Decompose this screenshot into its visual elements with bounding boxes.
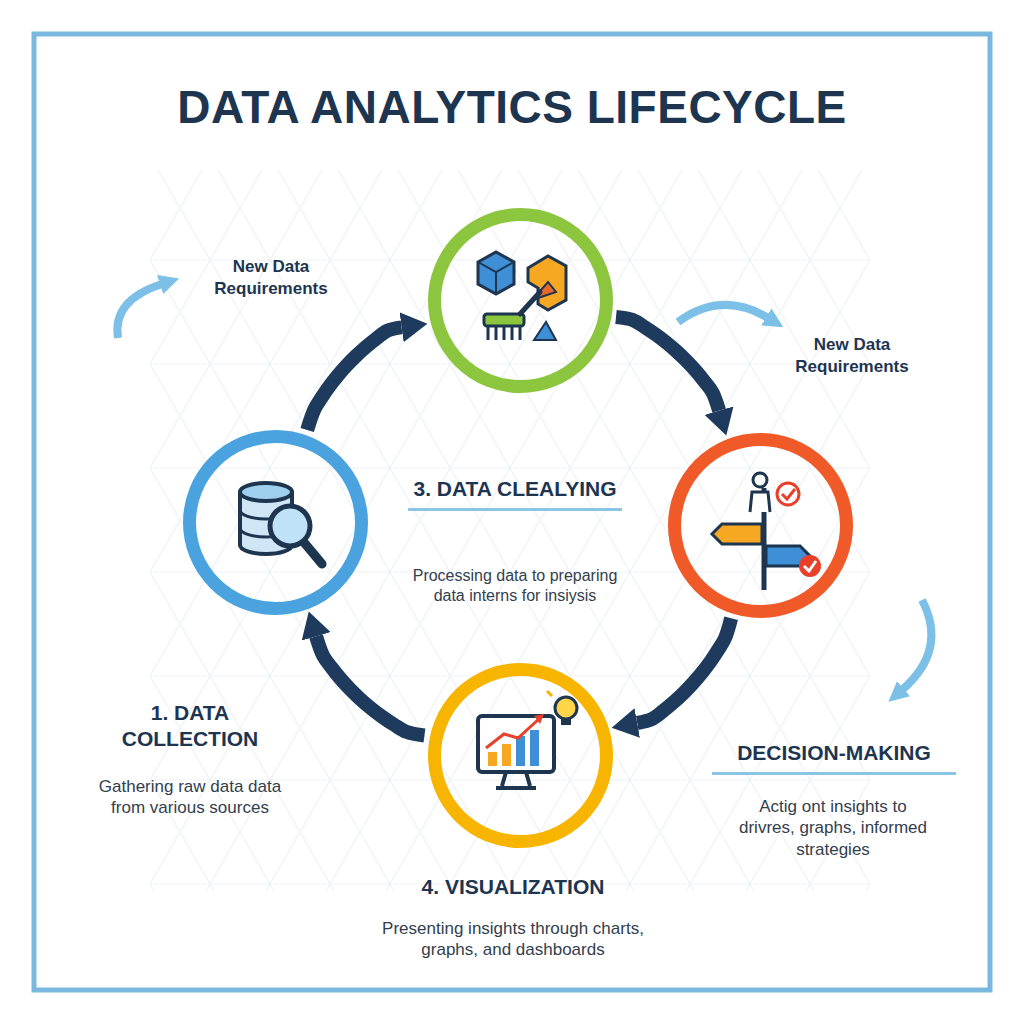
frame xyxy=(34,34,990,990)
feedback-arrow xyxy=(678,305,768,322)
stage-heading: DECISION-MAKING xyxy=(712,740,956,775)
cleaning-icon xyxy=(478,252,566,340)
cycle-arrow xyxy=(307,327,401,430)
ring-outline xyxy=(667,432,854,619)
stage-description: Actig ont insights to drivres, graphs, i… xyxy=(738,796,928,860)
ring-outline xyxy=(427,662,614,849)
feedback-arrow xyxy=(902,600,931,690)
database-icon xyxy=(240,483,322,564)
stage-heading: 1. DATA COLLECTION xyxy=(98,700,282,753)
decision-icon xyxy=(712,473,821,590)
ring xyxy=(674,439,846,611)
ring xyxy=(189,436,361,608)
stage-circle: 3. DATA CLEALYINGProcessing data to prep… xyxy=(427,207,614,394)
ring xyxy=(434,214,606,386)
note-label: New Data Requirements xyxy=(196,256,346,300)
ring-outline xyxy=(182,429,369,616)
stage-circle: DECISION-MAKINGActig ont insights to dri… xyxy=(667,432,854,619)
stage-heading: 3. DATA CLEALYING xyxy=(408,476,622,511)
cycle-arrow xyxy=(616,317,719,411)
stage-description: Presenting insights through charts, grap… xyxy=(356,918,670,961)
stage-description: Processing data to preparing data intern… xyxy=(396,566,634,606)
ring-outline xyxy=(427,207,614,394)
cycle-arrow xyxy=(637,618,731,723)
feedback-arrow xyxy=(117,284,162,338)
note-label: New Data Requirements xyxy=(772,334,932,378)
stage-circle: 1. DATA COLLECTIONGathering raw data dat… xyxy=(182,429,369,616)
ring xyxy=(434,669,606,841)
chart-icon xyxy=(478,684,585,788)
stage-heading: 4. VISUALIZATION xyxy=(360,874,666,900)
cycle-arrow xyxy=(316,636,424,735)
title: DATA ANALYTICS LIFECYCLE xyxy=(0,80,1024,134)
stage-circle: 4. VISUALIZATIONPresenting insights thro… xyxy=(427,662,614,849)
stage-description: Gathering raw data data from various sou… xyxy=(92,776,288,819)
